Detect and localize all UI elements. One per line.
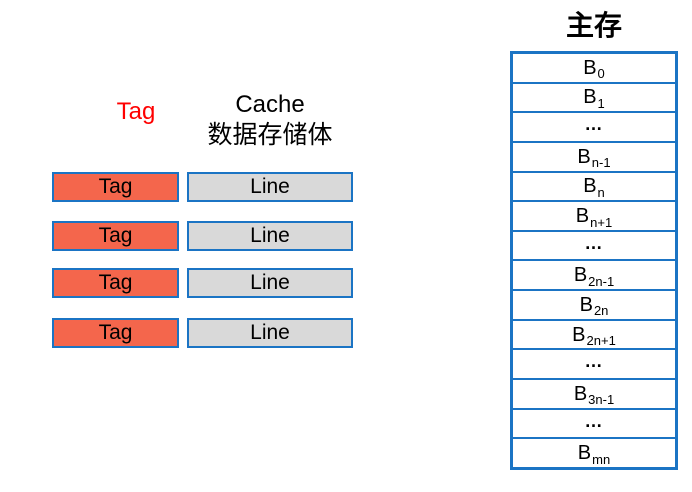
line-box: Line	[187, 268, 353, 298]
memory-row: …	[513, 232, 675, 262]
memory-row-label: B	[573, 264, 588, 287]
cache-header-line2: 数据存储体	[207, 121, 333, 149]
memory-row: …	[513, 410, 675, 440]
memory-row-label: B	[575, 205, 590, 228]
cache-row: Tag Line	[52, 172, 353, 202]
memory-row-subscript: 3n-1	[588, 392, 615, 408]
memory-row-label: …	[584, 232, 604, 253]
memory-row-subscript: 2n	[593, 303, 609, 319]
cache-row: Tag Line	[52, 221, 353, 251]
memory-row-subscript: n-1	[591, 155, 611, 171]
line-box: Line	[187, 221, 353, 251]
main-memory-title: 主存	[565, 10, 622, 41]
memory-row-subscript: 0	[597, 66, 605, 82]
cache-row: Tag Line	[52, 318, 353, 348]
tag-box: Tag	[52, 221, 179, 251]
line-box: Line	[187, 172, 353, 202]
memory-row-label: B	[583, 86, 597, 109]
memory-row-label: …	[584, 114, 604, 135]
memory-row-label: …	[584, 351, 604, 372]
memory-row-subscript: n+1	[590, 214, 613, 230]
memory-row-label: B	[573, 382, 588, 405]
tag-box: Tag	[52, 318, 179, 348]
memory-row-subscript: n	[597, 184, 605, 200]
memory-row-label: B	[572, 323, 586, 346]
memory-row-label: B	[583, 56, 597, 79]
memory-row-label: B	[577, 442, 592, 465]
memory-row-label: B	[577, 145, 591, 168]
memory-row-subscript: 2n+1	[586, 333, 616, 349]
tag-box: Tag	[52, 172, 179, 202]
cache-header-line1: Cache	[235, 91, 305, 118]
line-box: Line	[187, 318, 353, 348]
memory-row-label: B	[579, 293, 593, 316]
memory-row: …	[513, 113, 675, 143]
tag-column-label: Tag	[116, 98, 156, 125]
memory-row-subscript: 2n-1	[588, 273, 615, 289]
memory-row-label: …	[584, 410, 604, 431]
memory-row-subscript: mn	[592, 451, 611, 467]
cache-header: Cache 数据存储体	[185, 90, 355, 150]
memory-row-label: B	[583, 175, 597, 198]
memory-row-subscript: 1	[597, 95, 605, 111]
memory-row: …	[513, 350, 675, 381]
cache-row: Tag Line	[52, 268, 353, 298]
tag-box: Tag	[52, 268, 179, 298]
